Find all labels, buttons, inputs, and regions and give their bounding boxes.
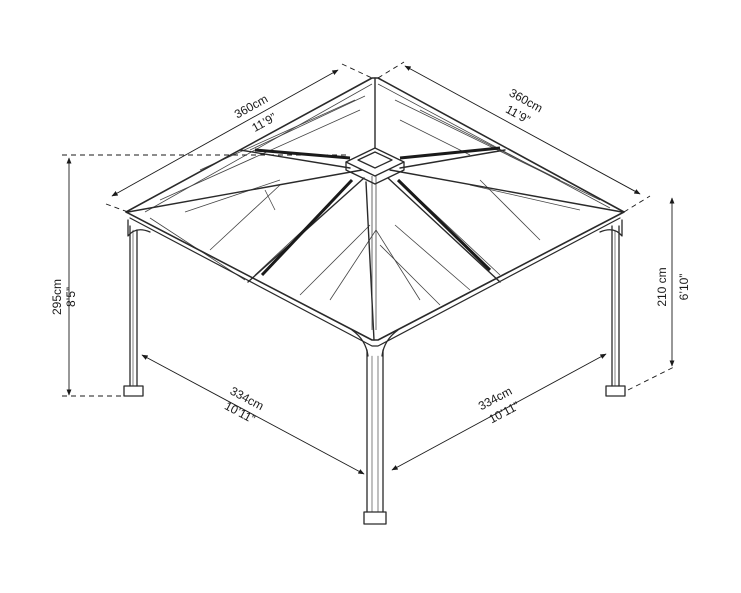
post-left xyxy=(123,219,151,397)
post-right xyxy=(599,219,626,397)
total-height-metric: 295cm xyxy=(50,279,64,315)
roof-panels xyxy=(144,83,611,330)
roof xyxy=(125,77,625,347)
eave-height-imperial: 6’10” xyxy=(677,274,691,301)
total-height-imperial: 8’5” xyxy=(64,287,78,307)
post-front xyxy=(351,329,399,525)
roof-ridges xyxy=(127,77,623,341)
eave-band xyxy=(129,217,621,347)
dimension-lines xyxy=(62,61,677,475)
posts xyxy=(123,219,626,525)
eave-height-metric: 210 cm xyxy=(655,267,669,306)
roof-vent xyxy=(345,147,405,185)
